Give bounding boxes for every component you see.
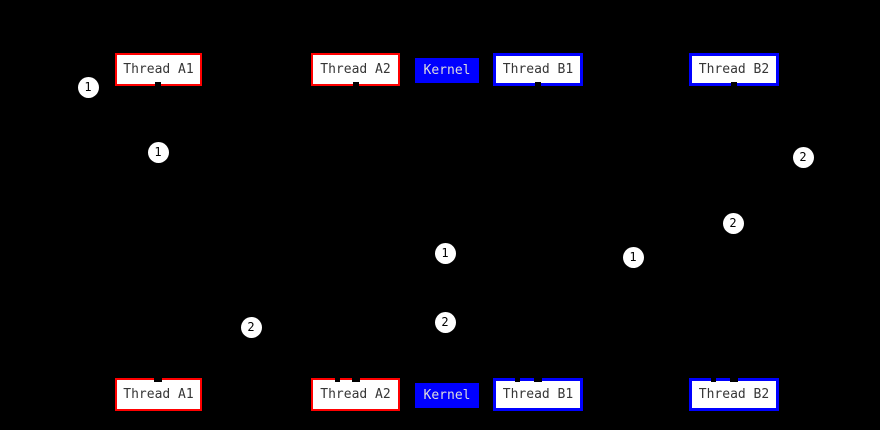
lifeline-tick [535, 82, 541, 86]
thread-a2-top-label: Thread A2 [320, 62, 391, 77]
step-marker-2c: 2 [434, 311, 456, 333]
thread-a1-bottom-node: Thread A1 [115, 378, 202, 411]
thread-b1-top-node: Thread B1 [493, 53, 583, 86]
thread-a1-top-label: Thread A1 [123, 62, 194, 77]
kernel-top-node: Kernel [415, 58, 479, 83]
thread-a2-bottom-label: Thread A2 [320, 387, 391, 402]
step-marker-2d: 2 [240, 316, 262, 338]
thread-b1-top-label: Thread B1 [502, 62, 574, 77]
kernel-bottom-node: Kernel [415, 383, 479, 408]
thread-a2-bottom-node: Thread A2 [311, 378, 400, 411]
lifeline-tick [710, 378, 716, 382]
step-marker-2b: 2 [722, 212, 744, 234]
lifeline-tick [154, 378, 162, 382]
thread-a1-top-node: Thread A1 [115, 53, 202, 86]
thread-a1-bottom-label: Thread A1 [123, 387, 194, 402]
step-marker-1a: 1 [77, 76, 99, 98]
step-marker-1d: 1 [622, 246, 644, 268]
lifeline-tick [514, 378, 520, 382]
lifeline-tick [352, 378, 360, 382]
lifeline-tick [534, 378, 542, 382]
lifeline-tick [334, 378, 340, 382]
lifeline-tick [730, 378, 738, 382]
thread-b2-top-label: Thread B2 [698, 62, 770, 77]
thread-b2-bottom-label: Thread B2 [698, 387, 770, 402]
lifeline-tick [353, 82, 359, 86]
step-marker-1c: 1 [434, 242, 456, 264]
lifeline-tick [155, 82, 161, 86]
thread-b2-bottom-node: Thread B2 [689, 378, 779, 411]
lifeline-tick [731, 82, 737, 86]
step-marker-2a: 2 [792, 146, 814, 168]
thread-b1-bottom-node: Thread B1 [493, 378, 583, 411]
kernel-top-label: Kernel [423, 63, 471, 78]
kernel-bottom-label: Kernel [423, 388, 471, 403]
thread-b1-bottom-label: Thread B1 [502, 387, 574, 402]
step-marker-1b: 1 [147, 141, 169, 163]
